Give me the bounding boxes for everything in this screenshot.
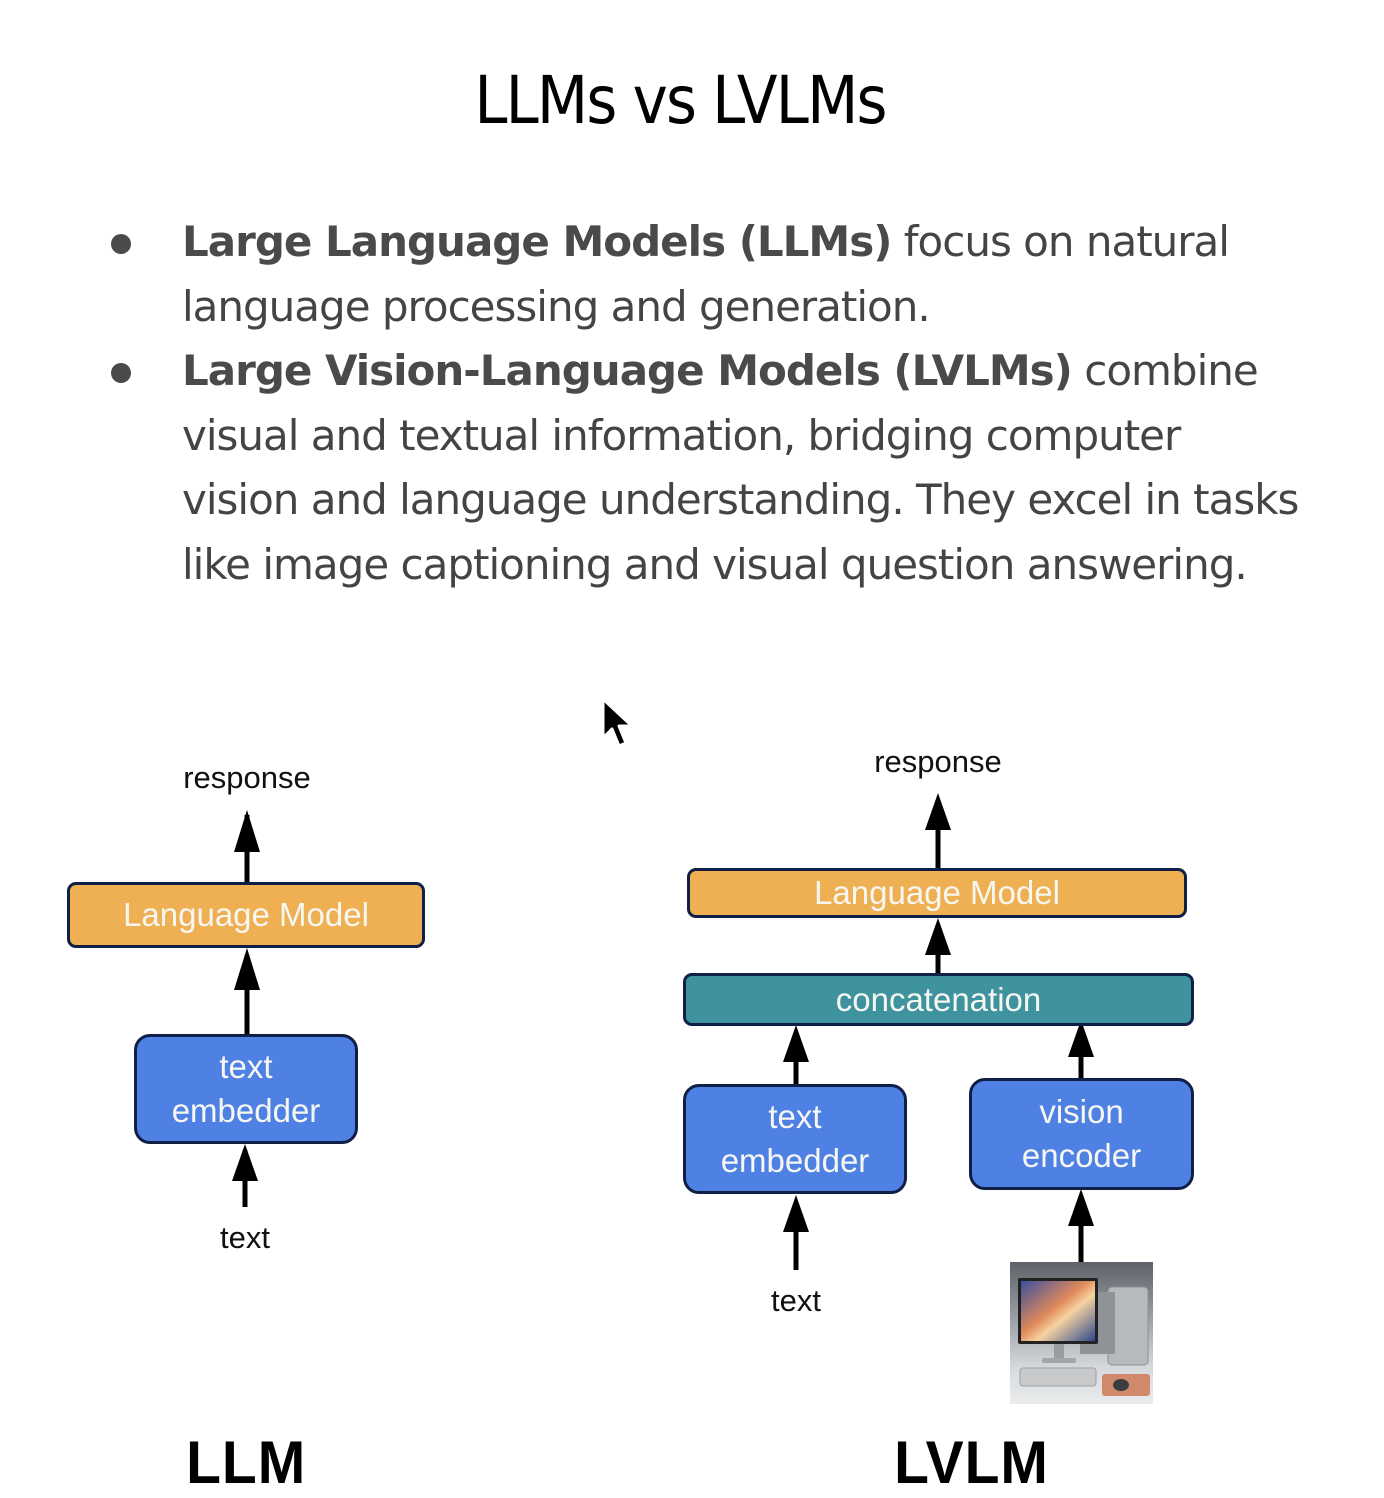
bullet-lvlm-term: Large Vision-Language Models (LVLMs) — [182, 346, 1073, 395]
llm-text-embedder-block: text embedder — [134, 1034, 358, 1144]
bullet-lvlm-text: combine visual and textual information, … — [182, 346, 1299, 589]
llm-text-embedder-line2: embedder — [171, 1092, 321, 1129]
llm-text-input-label: text — [220, 1220, 270, 1255]
lvlm-arrow-concat-to-lm — [925, 918, 951, 973]
bullet-list: Large Language Models (LLMs) focus on na… — [100, 210, 1300, 597]
llm-text-embedder-line1: text — [219, 1048, 273, 1085]
lvlm-language-model-block: Language Model — [687, 868, 1187, 918]
lvlm-arrow-text-to-embedder — [783, 1195, 809, 1270]
lvlm-arrow-response — [925, 793, 951, 868]
lvlm-arrow-text-embedder-to-concat — [783, 1025, 809, 1084]
lvlm-caption: LVLM — [894, 1429, 1049, 1496]
llm-response-label: response — [183, 760, 311, 795]
desktop-computer-image — [1010, 1262, 1153, 1404]
lvlm-text-input-label: text — [771, 1283, 821, 1318]
bullet-llm-text: focus on natural language processing and… — [182, 217, 1230, 331]
bullet-dot-icon — [111, 234, 131, 254]
llm-caption: LLM — [186, 1429, 307, 1496]
lvlm-vision-encoder-line2: encoder — [1021, 1137, 1142, 1174]
lvlm-text-embedder-line1: text — [768, 1098, 822, 1135]
llm-arrow-response — [234, 810, 260, 882]
llm-language-model-block: Language Model — [67, 882, 425, 948]
lvlm-concatenation-block: concatenation — [683, 973, 1194, 1026]
lvlm-arrow-vision-encoder-to-concat — [1068, 1020, 1094, 1080]
bullet-dot-icon — [111, 363, 131, 383]
lvlm-response-label: response — [874, 744, 1002, 779]
lvlm-vision-encoder-block: vision encoder — [969, 1078, 1194, 1190]
mouse-pointer-icon — [601, 697, 634, 748]
bullet-llm: Large Language Models (LLMs) focus on na… — [100, 210, 1300, 339]
lvlm-vision-encoder-line1: vision — [1039, 1093, 1124, 1130]
llm-arrow-text-to-embedder — [232, 1144, 258, 1207]
bullet-llm-term: Large Language Models (LLMs) — [182, 217, 892, 266]
lvlm-arrow-image-to-encoder — [1068, 1189, 1094, 1262]
computer-icon — [1018, 1278, 1150, 1396]
llm-arrow-embedder-to-lm — [234, 948, 260, 1034]
lvlm-text-embedder-block: text embedder — [683, 1084, 907, 1194]
lvlm-text-embedder-line2: embedder — [720, 1142, 870, 1179]
slide-title: LLMs vs LVLMs — [474, 62, 887, 139]
bullet-lvlm: Large Vision-Language Models (LVLMs) com… — [100, 339, 1300, 597]
